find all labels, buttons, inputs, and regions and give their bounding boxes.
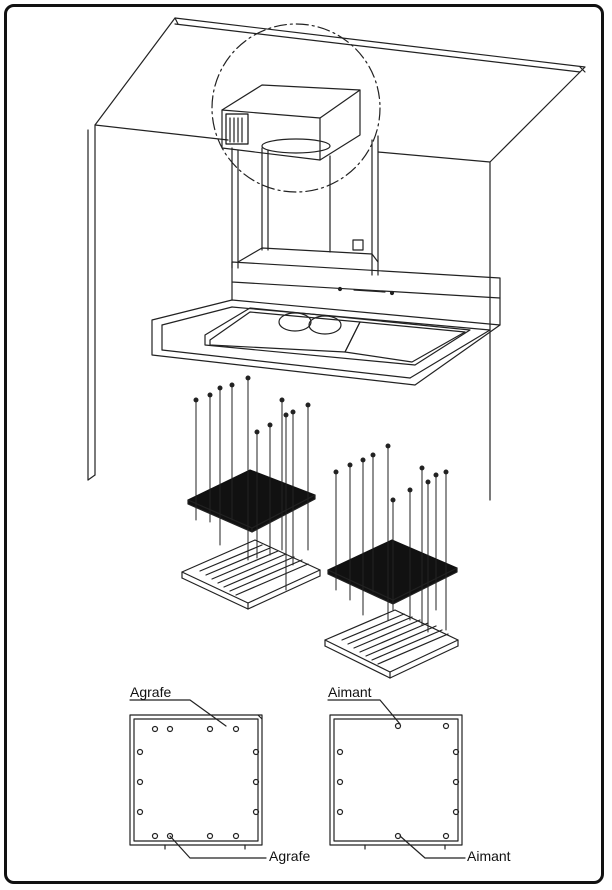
screw-head bbox=[433, 472, 439, 478]
cooker-hood bbox=[151, 261, 501, 386]
agrafe-label-bottom: Agrafe bbox=[269, 848, 311, 864]
screw-head bbox=[360, 457, 366, 463]
detail-circle bbox=[211, 23, 381, 193]
screw-head bbox=[347, 462, 353, 468]
screw-head bbox=[443, 469, 449, 475]
screw-head bbox=[333, 469, 339, 475]
magnet-filter-panel bbox=[327, 699, 466, 859]
screw-head bbox=[385, 443, 391, 449]
screw-head bbox=[419, 465, 425, 471]
screw-head bbox=[390, 497, 396, 503]
right-filter-assembly bbox=[324, 539, 459, 679]
left-filter-assembly bbox=[181, 469, 321, 610]
screw-head bbox=[279, 397, 285, 403]
screw-head bbox=[290, 409, 296, 415]
diagram-frame bbox=[4, 4, 604, 884]
screw-head bbox=[229, 382, 235, 388]
screw-head bbox=[425, 479, 431, 485]
clip-filter-panel bbox=[129, 699, 267, 859]
screw-head bbox=[217, 385, 223, 391]
ceiling-wall-outline bbox=[87, 17, 586, 501]
screw-head bbox=[193, 397, 199, 403]
screw-head bbox=[370, 452, 376, 458]
screw-head bbox=[207, 392, 213, 398]
screw-head bbox=[283, 412, 289, 418]
screw-head bbox=[245, 375, 251, 381]
chimney-duct bbox=[231, 135, 379, 276]
screw-head bbox=[305, 402, 311, 408]
screw-set bbox=[193, 375, 449, 633]
screw-head bbox=[254, 429, 260, 435]
agrafe-label-top: Agrafe bbox=[130, 684, 172, 700]
aimant-label-top: Aimant bbox=[328, 684, 372, 700]
ceiling-mounting-box bbox=[221, 84, 361, 161]
screw-head bbox=[267, 422, 273, 428]
carbon-filter-left bbox=[187, 469, 316, 529]
screw-head bbox=[407, 487, 413, 493]
aimant-label-bottom: Aimant bbox=[467, 848, 511, 864]
